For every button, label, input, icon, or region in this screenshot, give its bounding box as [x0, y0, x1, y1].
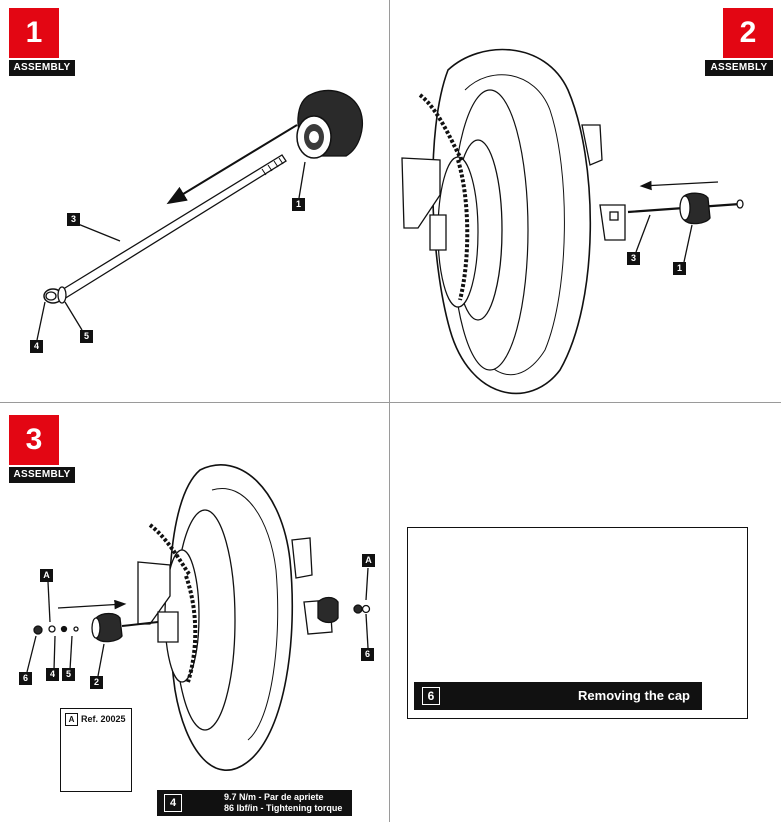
cap-removal-number: 6 [422, 687, 440, 705]
step-3-label: ASSEMBLY [9, 467, 75, 483]
vertical-divider [389, 0, 390, 822]
reference-text: Ref. 20025 [81, 714, 126, 724]
reference-letter: A [65, 713, 78, 726]
callout-part-6-left: 6 [19, 672, 32, 685]
callout-part-1: 1 [673, 262, 686, 275]
cap-removal-caption: Removing the cap [578, 688, 690, 703]
callout-ref-a-right: A [362, 554, 375, 567]
step-2-label: ASSEMBLY [705, 60, 773, 76]
callout-part-5: 5 [62, 668, 75, 681]
step-1-illustration [36, 89, 363, 341]
horizontal-divider [0, 402, 781, 403]
torque-line-metric: 9.7 N/m - Par de apriete [224, 792, 324, 802]
step-2-illustration [401, 48, 744, 395]
callout-part-6-right: 6 [361, 648, 374, 661]
torque-line-imperial: 86 lbf/in - Tightening torque [224, 803, 343, 813]
callout-part-4: 4 [30, 340, 43, 353]
callout-part-2: 2 [90, 676, 103, 689]
callout-part-5: 5 [80, 330, 93, 343]
torque-spec-bar: 4 9.7 N/m - Par de apriete 86 lbf/in - T… [157, 790, 352, 816]
step-2-badge: 2 [723, 8, 773, 58]
step-1-badge: 1 [9, 8, 59, 58]
step-3-badge: 3 [9, 415, 59, 465]
callout-part-4: 4 [46, 668, 59, 681]
callout-part-3: 3 [67, 213, 80, 226]
cap-removal-caption-bar: 6 Removing the cap [414, 682, 702, 710]
step-1-label: ASSEMBLY [9, 60, 75, 76]
callout-part-3: 3 [627, 252, 640, 265]
step-3-illustration [26, 464, 371, 771]
torque-spec-text: 9.7 N/m - Par de apriete 86 lbf/in - Tig… [224, 792, 342, 814]
callout-part-1: 1 [292, 198, 305, 211]
callout-ref-a-left: A [40, 569, 53, 582]
torque-part-number: 4 [164, 794, 182, 812]
